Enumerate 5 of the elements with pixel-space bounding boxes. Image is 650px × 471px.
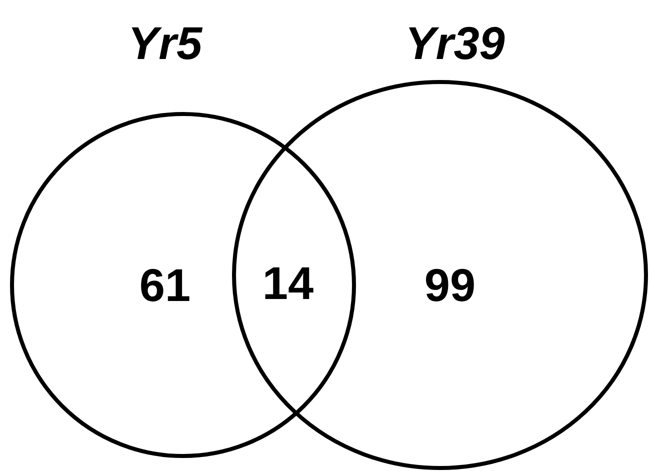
count-label: 61 <box>139 262 191 308</box>
set-label: Yr39 <box>405 20 505 66</box>
count-label: 99 <box>424 262 476 308</box>
set-label: Yr5 <box>128 20 202 66</box>
overlap-count-label: 14 <box>262 260 314 306</box>
